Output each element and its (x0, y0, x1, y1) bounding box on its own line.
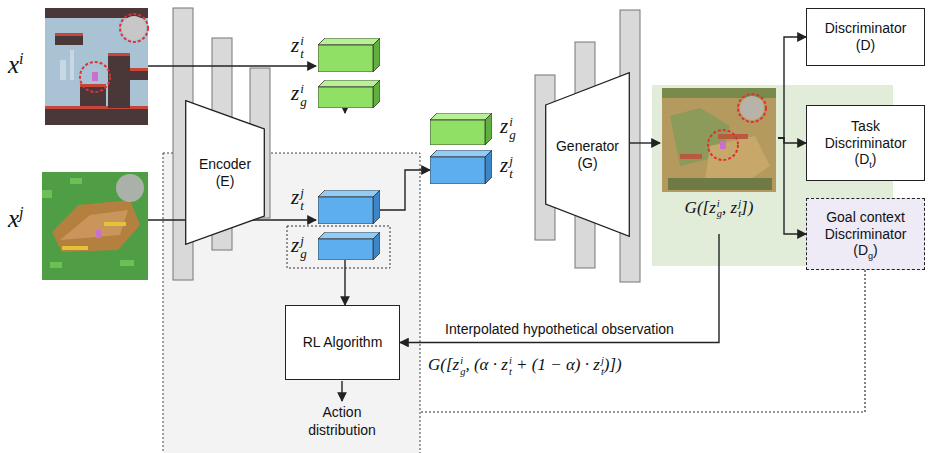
latent-label: zjt (500, 154, 513, 180)
latent-label: zjt (291, 186, 304, 212)
output-label: G([zig, zjt]) (650, 198, 788, 220)
generated-frame: G([zig, zjt]) (660, 86, 778, 234)
action-arrow (341, 381, 342, 401)
cube-shape (318, 80, 380, 108)
game-frame-j (42, 172, 148, 280)
box-label: Encoder (E) (193, 156, 257, 190)
latent-block: zig (430, 113, 492, 145)
box-label: Goal context Discriminator (Dg) (818, 209, 914, 259)
latent-label: zjg (291, 234, 307, 260)
input-label: xi (8, 52, 24, 77)
cube-shape (430, 113, 492, 145)
cube-shape (318, 190, 380, 224)
discriminator-box: Goal context Discriminator (Dg) (806, 198, 925, 270)
box-label: Generator (G) (556, 138, 620, 172)
dotted-feedback (420, 270, 865, 412)
box-label: RL Algorithm (303, 334, 383, 351)
latent-block: zjg (318, 232, 380, 260)
discriminator-box: Task Discriminator (Dt) (806, 105, 925, 181)
connector (400, 234, 719, 343)
encoder-layers (173, 8, 270, 280)
connector (778, 138, 806, 234)
encoder-block: Encoder (E) (185, 100, 265, 245)
generator-layers (535, 10, 640, 282)
latent-block: zig (318, 80, 380, 108)
latent-label: zit (291, 34, 304, 60)
discriminator-box: Discriminator (D) (806, 8, 925, 66)
latent-label: zig (500, 115, 516, 141)
input-label: xj (8, 206, 24, 231)
connector (344, 260, 345, 305)
generator-block: Generator (G) (545, 72, 630, 237)
game-frame-i (45, 8, 148, 125)
connector (630, 142, 660, 143)
connector (778, 37, 806, 138)
latent-block: zit (318, 38, 380, 72)
connector (778, 138, 806, 143)
input-arrow (148, 65, 316, 66)
dotted-bracket (287, 226, 390, 268)
latent-label: zig (291, 82, 307, 108)
box-label: Task Discriminator (Dt) (818, 118, 914, 168)
process-box: RL Algorithm (285, 305, 400, 380)
connector (344, 108, 345, 113)
output-text: Action distribution (292, 404, 392, 439)
cube-shape (318, 38, 380, 72)
cube-shape (318, 232, 380, 260)
latent-block: zjt (318, 190, 380, 224)
formula-label: G([zig, (α · zit + (1 − α) · zjt)]) (428, 356, 622, 377)
edge-label: Interpolated hypothetical observation (445, 321, 674, 337)
connector (380, 170, 430, 210)
latent-block: zjt (430, 150, 492, 184)
cube-shape (430, 150, 492, 184)
box-label: Discriminator (D) (818, 20, 914, 54)
